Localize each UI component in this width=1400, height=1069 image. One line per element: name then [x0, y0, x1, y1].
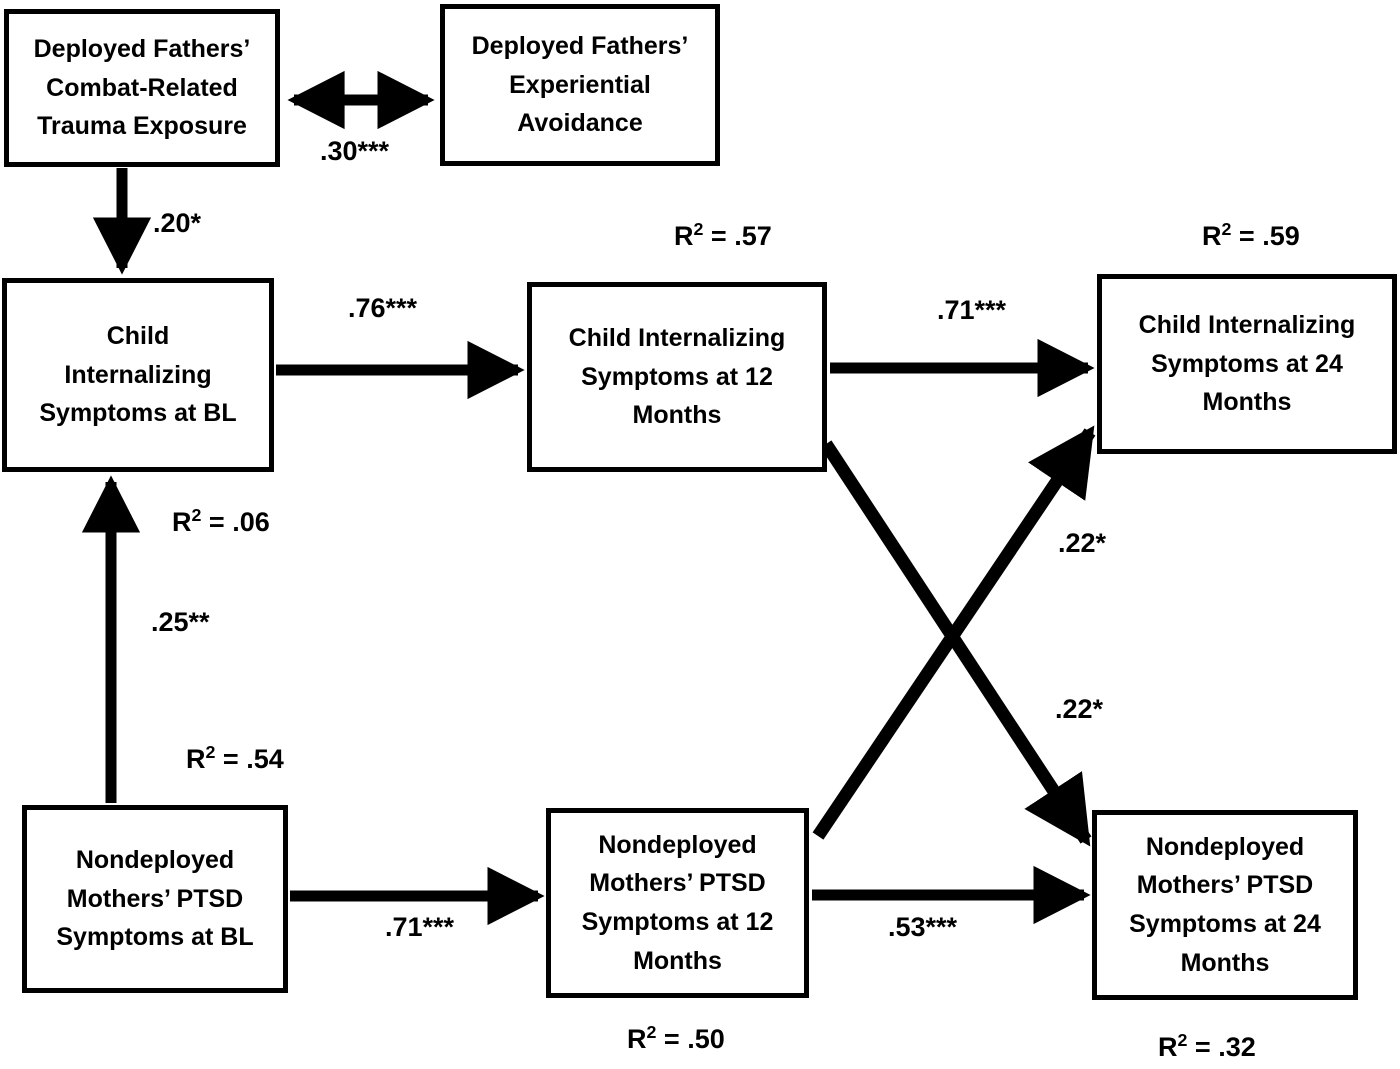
- nondeployed-mothers-ptsd-bl-box[interactable]: Nondeployed Mothers’ PTSD Symptoms at BL: [22, 805, 288, 993]
- r2-prefix: R: [1202, 221, 1222, 251]
- r2-exponent: 2: [205, 742, 216, 762]
- path-label-child-bl-to-child-12: .76***: [348, 293, 418, 323]
- path-label-child-12-to-mother-24: .22*: [1055, 694, 1104, 724]
- r2-suffix: = .06: [201, 507, 270, 537]
- arrow-mother-12-to-child-24: [812, 425, 1096, 840]
- r2-prefix: R: [186, 744, 206, 774]
- path-label-mother-bl-to-child-bl: .25**: [151, 607, 210, 637]
- path-label-trauma-avoidance: .30***: [320, 136, 390, 166]
- r2-label-child-12: R2 = .57: [674, 219, 772, 252]
- node-label: Deployed Fathers’ Combat-Related Trauma …: [33, 34, 251, 141]
- node-label: Child Internalizing Symptoms at 24 Month…: [1138, 310, 1356, 417]
- r2-label-child-24: R2 = .59: [1202, 219, 1300, 252]
- node-label: Nondeployed Mothers’ PTSD Symptoms at BL: [56, 845, 254, 952]
- deployed-fathers-combat-trauma-box[interactable]: Deployed Fathers’ Combat-Related Trauma …: [4, 9, 280, 167]
- arrow-child-12-to-mother-24: [820, 440, 1092, 847]
- r2-suffix: = .57: [703, 221, 772, 251]
- r2-suffix: = .59: [1231, 221, 1300, 251]
- r2-exponent: 2: [1177, 1030, 1188, 1050]
- deployed-fathers-experiential-avoidance-box[interactable]: Deployed Fathers’ Experiential Avoidance: [440, 4, 720, 166]
- nondeployed-mothers-ptsd-24-months-box[interactable]: Nondeployed Mothers’ PTSD Symptoms at 24…: [1092, 810, 1358, 1000]
- nondeployed-mothers-ptsd-12-months-box[interactable]: Nondeployed Mothers’ PTSD Symptoms at 12…: [546, 808, 809, 998]
- r2-exponent: 2: [191, 505, 202, 525]
- r2-prefix: R: [627, 1024, 647, 1054]
- path-label-mother-12-to-mother-24: .53***: [888, 912, 958, 942]
- child-internalizing-24-months-box[interactable]: Child Internalizing Symptoms at 24 Month…: [1097, 274, 1397, 454]
- r2-label-child-bl: R2 = .06: [172, 505, 270, 538]
- node-label: Nondeployed Mothers’ PTSD Symptoms at 24…: [1129, 832, 1321, 977]
- node-label: Nondeployed Mothers’ PTSD Symptoms at 12…: [581, 830, 774, 975]
- r2-suffix: = .32: [1187, 1032, 1256, 1062]
- r2-suffix: = .50: [656, 1024, 725, 1054]
- r2-prefix: R: [1158, 1032, 1178, 1062]
- node-label: Child Internalizing Symptoms at 12 Month…: [568, 323, 786, 430]
- r2-suffix: = .54: [215, 744, 284, 774]
- r2-label-mother-12: R2 = .50: [627, 1022, 725, 1055]
- path-label-mother-bl-to-mother-12: .71***: [385, 912, 455, 942]
- node-label: Child Internalizing Symptoms at BL: [39, 321, 237, 428]
- path-label-mother-12-to-child-24: .22*: [1058, 528, 1107, 558]
- node-label: Deployed Fathers’ Experiential Avoidance: [471, 31, 689, 138]
- r2-label-mother-bl: R2 = .54: [186, 742, 284, 775]
- child-internalizing-bl-box[interactable]: Child Internalizing Symptoms at BL: [2, 278, 274, 472]
- path-label-trauma-to-child-bl: .20*: [153, 208, 202, 238]
- r2-exponent: 2: [1221, 219, 1232, 239]
- r2-prefix: R: [172, 507, 192, 537]
- r2-exponent: 2: [646, 1022, 657, 1042]
- r2-label-mother-24: R2 = .32: [1158, 1030, 1256, 1063]
- child-internalizing-12-months-box[interactable]: Child Internalizing Symptoms at 12 Month…: [527, 282, 827, 472]
- path-label-child-12-to-child-24: .71***: [937, 295, 1007, 325]
- r2-exponent: 2: [693, 219, 704, 239]
- r2-prefix: R: [674, 221, 694, 251]
